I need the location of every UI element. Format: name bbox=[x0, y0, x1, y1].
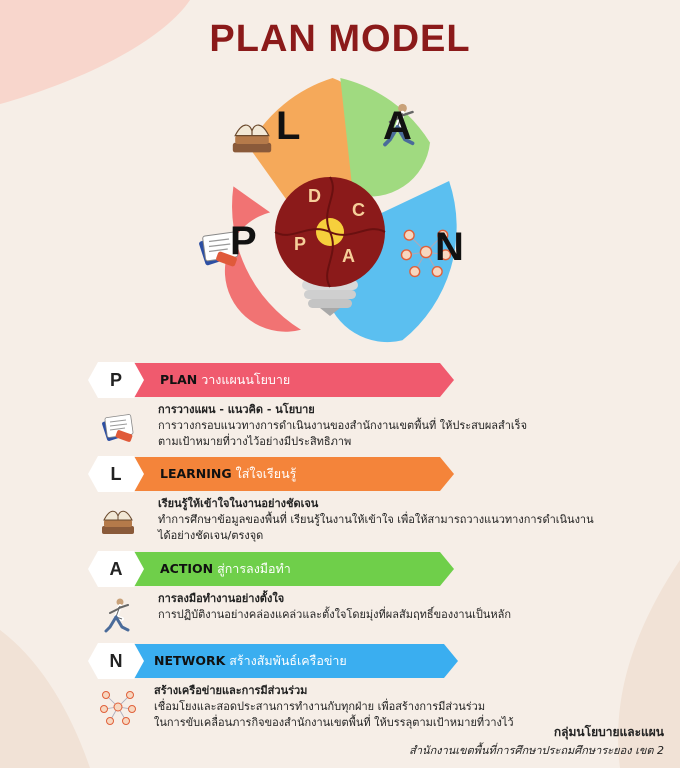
row-banner bbox=[128, 363, 454, 397]
row-description-line: การวางกรอบแนวทางการดำเนินงานของสำนักงานเ… bbox=[158, 419, 528, 432]
row-name: PLAN bbox=[160, 372, 198, 387]
row-subtitle: สร้างสัมพันธ์เครือข่าย bbox=[229, 653, 347, 668]
row-badge bbox=[88, 456, 144, 492]
pdca-dividers bbox=[274, 176, 386, 288]
row-title: LEARNING ใส่ใจเรียนรู้ bbox=[160, 457, 296, 491]
row-title: PLAN วางแผนนโยบาย bbox=[160, 363, 290, 397]
row-description-line: การปฏิบัติงานอย่างคล่องแคล่วและตั้งใจโดย… bbox=[158, 608, 512, 621]
row-name: NETWORK bbox=[154, 653, 226, 668]
row-badge-letter: P bbox=[109, 370, 122, 390]
row-description-line: เชื่อมโยงและสอดประสานการทำงานกับทุกฝ่าย … bbox=[154, 700, 486, 713]
row-badge-letter: A bbox=[109, 559, 123, 579]
row-title: NETWORK สร้างสัมพันธ์เครือข่าย bbox=[154, 644, 347, 678]
row-banner bbox=[128, 644, 458, 678]
row-badge bbox=[88, 362, 144, 398]
row-name: ACTION bbox=[160, 561, 214, 576]
row-name: LEARNING bbox=[160, 466, 232, 481]
row-description-line: ได้อย่างชัดเจน/ตรงจุด bbox=[158, 529, 264, 542]
books-icon bbox=[232, 124, 272, 153]
segment-letter-l: L bbox=[276, 104, 300, 148]
papers-icon bbox=[101, 413, 134, 443]
cycle-letter-2: A bbox=[342, 246, 355, 266]
row-description-heading: การวางแผน - แนวคิด - นโยบาย bbox=[158, 403, 315, 416]
segment-a bbox=[340, 78, 430, 197]
books-icon bbox=[101, 510, 135, 535]
row-subtitle: วางแผนนโยบาย bbox=[201, 372, 291, 387]
row-header-n: N NETWORK สร้างสัมพันธ์เครือข่าย bbox=[88, 643, 468, 679]
row-description-p: การวางแผน - แนวคิด - นโยบายการวางกรอบแนว… bbox=[158, 402, 527, 450]
row-title: ACTION สู่การลงมือทำ bbox=[160, 552, 291, 586]
row-header-a: A ACTION สู่การลงมือทำ bbox=[88, 551, 468, 587]
running-person-icon bbox=[104, 597, 130, 633]
page-title: PLAN MODEL bbox=[209, 18, 471, 60]
footer-office-name: สำนักงานเขตพื้นที่การศึกษาประถมศึกษาระยอ… bbox=[409, 744, 664, 757]
row-description-l: เรียนรู้ให้เข้าใจในงานอย่างชัดเจนทำการศึ… bbox=[158, 496, 594, 544]
network-people-icon bbox=[100, 691, 136, 725]
row-description-line: ตามเป้าหมายที่วางไว้อย่างมีประสิทธิภาพ bbox=[158, 435, 352, 448]
row-subtitle: สู่การลงมือทำ bbox=[217, 561, 291, 576]
segment-n bbox=[324, 181, 457, 343]
row-banner bbox=[128, 552, 454, 586]
row-badge-letter: L bbox=[110, 464, 122, 484]
cycle-letter-0: D bbox=[308, 186, 321, 206]
segment-p bbox=[224, 186, 301, 332]
row-header-p: P PLAN วางแผนนโยบาย bbox=[88, 362, 468, 398]
row-description-a: การลงมือทำงานอย่างตั้งใจการปฏิบัติงานอย่… bbox=[158, 591, 511, 623]
cycle-letter-3: P bbox=[294, 234, 306, 254]
row-description-heading: สร้างเครือข่ายและการมีส่วนร่วม bbox=[154, 684, 308, 697]
footer-org-name: กลุ่มนโยบายและแผน bbox=[553, 725, 664, 739]
row-description-heading: การลงมือทำงานอย่างตั้งใจ bbox=[158, 592, 285, 605]
cycle-letter-1: C bbox=[352, 200, 365, 220]
row-subtitle: ใส่ใจเรียนรู้ bbox=[235, 466, 297, 481]
segment-letter-a: A bbox=[383, 104, 412, 148]
row-banner bbox=[128, 457, 454, 491]
segment-letter-p: P bbox=[230, 219, 257, 263]
row-description-heading: เรียนรู้ให้เข้าใจในงานอย่างชัดเจน bbox=[158, 497, 319, 510]
row-description-line: ในการขับเคลื่อนภารกิจของสำนักงานเขตพื้นท… bbox=[154, 716, 514, 729]
plan-model-diagram: D C A P P L A N bbox=[197, 78, 464, 343]
row-badge bbox=[88, 551, 144, 587]
row-header-l: L LEARNING ใส่ใจเรียนรู้ bbox=[88, 456, 468, 492]
segment-letter-n: N bbox=[435, 225, 464, 269]
row-description-line: ทำการศึกษาข้อมูลของพื้นที่ เรียนรู้ในงาน… bbox=[158, 513, 594, 526]
row-description-n: สร้างเครือข่ายและการมีส่วนร่วมเชื่อมโยงแ… bbox=[154, 683, 514, 731]
row-badge bbox=[88, 643, 144, 679]
row-badge-letter: N bbox=[109, 651, 123, 671]
